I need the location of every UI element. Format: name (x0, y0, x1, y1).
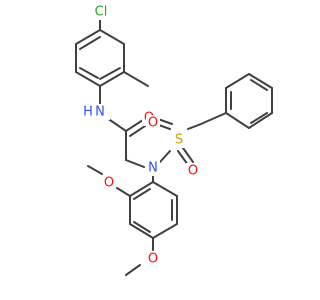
bond (99, 29, 125, 45)
bond (152, 181, 178, 197)
molecule-diagram: Cl H N O N S O O O (75, 4, 273, 276)
sulfonyl-o-bottom-label: O (188, 164, 198, 179)
atom-o-s-left: O (146, 115, 160, 131)
methoxy-ortho-o-label: O (104, 176, 114, 191)
bond (177, 150, 189, 166)
bond (129, 125, 146, 137)
bond (133, 188, 151, 200)
bond (129, 181, 154, 197)
bond (75, 71, 101, 87)
bond (129, 223, 154, 239)
bond (99, 71, 125, 87)
bond (200, 112, 227, 125)
methoxy-para-o-label: O (148, 252, 158, 267)
bond (159, 150, 171, 163)
atom-n-sulfonamide: N (146, 160, 160, 176)
sulfonamide-n-label: N (148, 161, 158, 176)
bond (87, 165, 103, 175)
bond (248, 112, 273, 129)
bonds (75, 19, 273, 276)
bond (75, 29, 101, 45)
atom-o-methoxy-ortho: O (102, 175, 116, 191)
chlorine-label: Cl (95, 5, 108, 20)
bond (248, 73, 273, 89)
bond (79, 67, 99, 79)
atom-o-s-bottom: O (186, 163, 200, 179)
amide-n-label: N (95, 105, 105, 120)
atom-o-methoxy-para: O (146, 251, 160, 267)
bond (116, 187, 131, 197)
bond (123, 71, 149, 87)
bond (125, 119, 144, 132)
bond (99, 67, 121, 80)
bond (250, 112, 268, 124)
atom-cl: Cl (90, 4, 112, 20)
bond (157, 118, 173, 125)
sulfur-label: S (175, 133, 183, 148)
sulfonyl-o-left-label: O (148, 116, 158, 131)
bond (182, 147, 194, 163)
atom-labels: Cl H N O N S O O O (80, 4, 200, 267)
bond (250, 79, 268, 91)
atom-s: S (172, 132, 186, 148)
bond (225, 73, 250, 89)
bond (125, 159, 145, 168)
bond (79, 36, 101, 50)
atom-nh: H N (80, 104, 110, 120)
amide-h-label: H (83, 105, 93, 120)
bond (225, 112, 250, 129)
bond (187, 123, 202, 130)
bond (125, 264, 141, 276)
bond (133, 221, 151, 233)
bond (152, 223, 178, 239)
bond (106, 117, 127, 132)
